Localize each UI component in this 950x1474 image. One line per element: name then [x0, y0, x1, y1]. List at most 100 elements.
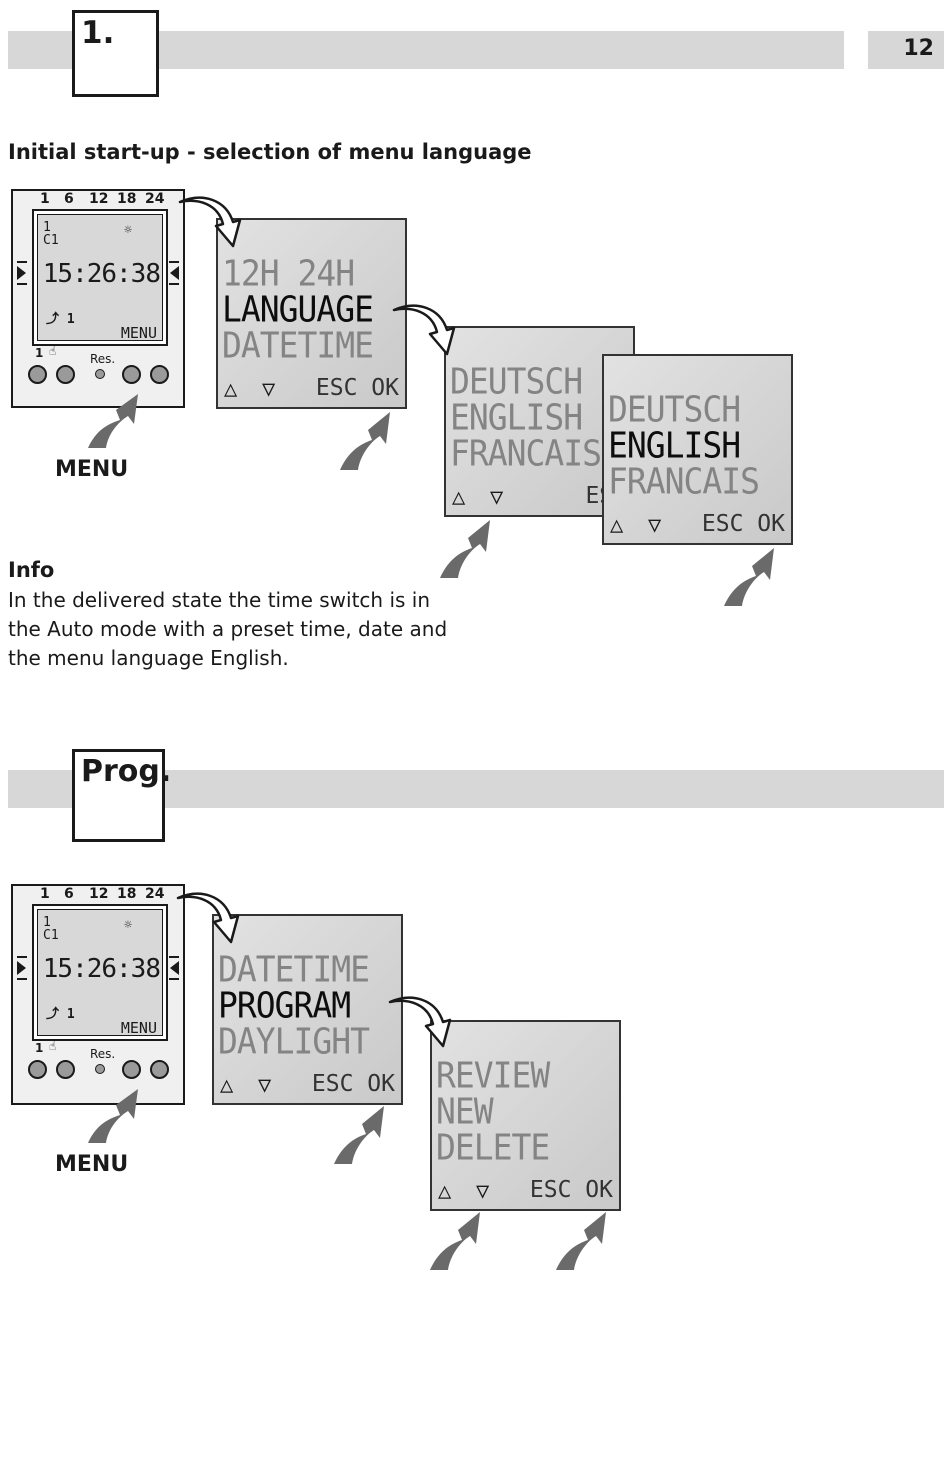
down-triangle-icon: ▽ — [490, 485, 504, 510]
lcd-line-3: FRANCAIS — [450, 431, 602, 474]
press-arrow-icon — [440, 520, 490, 578]
down-triangle-icon: ▽ — [258, 1073, 272, 1098]
section-heading: Initial start-up - selection of menu lan… — [8, 140, 532, 164]
left-marker-icon — [17, 261, 27, 285]
page-number: 12 — [903, 36, 934, 61]
press-arrow-icon — [88, 1089, 138, 1143]
lcd-screen-main-menu-program: DATETIME PROGRAM DAYLIGHT △ ▽ ESC OK — [212, 914, 403, 1105]
up-triangle-icon: △ — [224, 377, 238, 402]
lcd-line-3: FRANCAIS — [608, 459, 760, 502]
sun-icon: ☼ — [124, 223, 132, 238]
display-menu-text: MENU — [120, 1019, 157, 1037]
lcd-footer-text: ESC OK — [701, 511, 785, 537]
curved-arrow-icon — [178, 196, 242, 248]
lcd-line-1: DATETIME — [218, 947, 370, 990]
scale-18: 18 — [117, 191, 137, 207]
lcd-line-1: DEUTSCH — [450, 359, 583, 402]
up-triangle-icon: △ — [452, 485, 466, 510]
switch-state-icon: ⤴ 1 — [46, 312, 75, 327]
menu-button[interactable] — [122, 365, 141, 384]
lcd-footer-text: ESC OK — [529, 1177, 613, 1203]
reset-button[interactable] — [95, 1064, 105, 1074]
info-text: In the delivered state the time switch i… — [8, 588, 448, 670]
menu-label: MENU — [55, 457, 129, 482]
button-manual[interactable] — [56, 1060, 75, 1079]
button-1[interactable] — [28, 365, 47, 384]
button-1[interactable] — [28, 1060, 47, 1079]
button-manual[interactable] — [56, 365, 75, 384]
clock-time: 15:26:38 — [42, 954, 161, 984]
ok-button[interactable] — [150, 365, 169, 384]
lcd-footer: △ ▽ ESC OK — [432, 1177, 619, 1203]
lcd-line-1: 12H 24H — [222, 251, 355, 294]
lcd-line-2: ENGLISH — [608, 423, 741, 466]
sun-icon: ☼ — [124, 918, 132, 933]
right-marker-icon — [169, 261, 179, 285]
left-marker-icon — [17, 956, 27, 980]
up-triangle-icon: △ — [220, 1073, 234, 1098]
down-triangle-icon: ▽ — [262, 377, 276, 402]
hand-icon: ☝ — [49, 1039, 57, 1053]
lcd-footer: △ ▽ ESC OK — [214, 1071, 401, 1097]
lcd-line-2: LANGUAGE — [222, 287, 374, 330]
up-triangle-icon: △ — [438, 1179, 452, 1204]
lcd-screen-language-selected: DEUTSCH ENGLISH FRANCAIS △ ▽ ESC OK — [602, 354, 793, 545]
section-label-box: Prog. — [72, 749, 171, 842]
button-label-res: Res. — [90, 1047, 116, 1061]
lcd-line-3: DAYLIGHT — [218, 1019, 370, 1062]
press-arrow-icon — [556, 1212, 606, 1270]
info-title: Info — [8, 558, 55, 582]
curved-arrow-icon — [388, 996, 452, 1048]
lcd-screen-program-submenu: REVIEW NEW DELETE △ ▽ ESC OK — [430, 1020, 621, 1211]
scale-6: 6 — [64, 886, 74, 902]
button-label-1: 1 — [35, 1041, 44, 1055]
ok-button[interactable] — [150, 1060, 169, 1079]
display-menu-text: MENU — [120, 324, 157, 342]
switch-state-icon: ⤴ 1 — [46, 1007, 75, 1022]
scale-1: 1 — [40, 886, 50, 902]
scale-24: 24 — [145, 191, 165, 207]
lcd-footer: △ ▽ ESC OK — [218, 375, 405, 401]
down-triangle-icon: ▽ — [476, 1179, 490, 1204]
clock-time: 15:26:38 — [42, 259, 161, 289]
page-number-band — [868, 31, 944, 69]
scale-12: 12 — [89, 886, 109, 902]
press-arrow-icon — [724, 548, 774, 606]
press-arrow-icon — [88, 394, 138, 448]
lcd-line-1: DEUTSCH — [608, 387, 741, 430]
lcd-line-2: NEW — [436, 1089, 494, 1132]
lcd-line-3: DELETE — [436, 1125, 550, 1168]
scale-1: 1 — [40, 191, 50, 207]
section-label: Prog. — [81, 754, 172, 789]
hour-scale: 1 6 12 18 24 — [13, 886, 183, 904]
hour-scale: 1 6 12 18 24 — [13, 191, 183, 209]
down-triangle-icon: ▽ — [648, 513, 662, 538]
lcd-footer: △ ▽ ESC OK — [604, 511, 791, 537]
up-triangle-icon: △ — [610, 513, 624, 538]
lcd-footer-text: ESC OK — [315, 375, 399, 401]
lcd-line-3: DATETIME — [222, 323, 374, 366]
lcd-screen-main-menu: 12H 24H LANGUAGE DATETIME △ ▽ ESC OK — [216, 218, 407, 409]
menu-button[interactable] — [122, 1060, 141, 1079]
lcd-line-2: ENGLISH — [450, 395, 583, 438]
lcd-line-2: PROGRAM — [218, 983, 351, 1026]
scale-12: 12 — [89, 191, 109, 207]
right-marker-icon — [169, 956, 179, 980]
press-arrow-icon — [334, 1106, 384, 1164]
press-arrow-icon — [430, 1212, 480, 1270]
lcd-line-1: REVIEW — [436, 1053, 550, 1096]
reset-button[interactable] — [95, 369, 105, 379]
button-label-1: 1 — [35, 346, 44, 360]
scale-18: 18 — [117, 886, 137, 902]
scale-6: 6 — [64, 191, 74, 207]
scale-24: 24 — [145, 886, 165, 902]
menu-label: MENU — [55, 1152, 129, 1177]
